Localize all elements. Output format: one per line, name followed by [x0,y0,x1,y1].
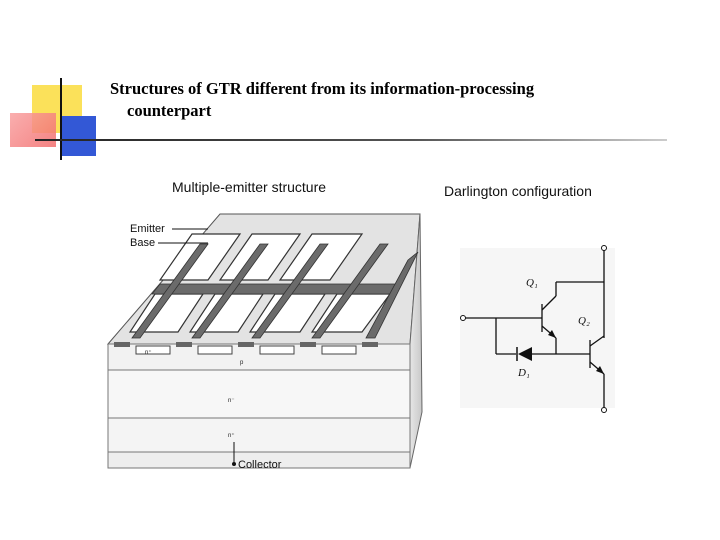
base-grid [131,243,419,339]
diode-d1-symbol [518,347,532,361]
front-face-p-layer [107,369,411,419]
terminal-base [460,315,466,321]
collector-terminal [232,462,236,466]
q1-emitter-arrow [548,330,556,338]
label-n-plus-top: n⁺ [145,349,152,356]
label-collector: Collector [238,459,282,471]
title-line-1: Structures of GTR different from its inf… [110,79,535,98]
terminal-emitter [601,407,607,413]
label-d1: D₁ [517,367,530,379]
label-p: p [240,360,244,366]
q2-emitter-arrow [596,366,604,374]
front-face-n-plus-layer [107,451,411,469]
slide-title: Structures of GTR different from its inf… [110,78,670,122]
multiple-emitter-structure-diagram: Multiple-emitter structure [106,179,423,471]
title-underline [35,139,667,141]
base-contacts [114,342,378,347]
deco-red-square [10,113,56,147]
schematic-background [460,248,615,408]
deco-blue-square [60,116,96,156]
caption-multiple-emitter: Multiple-emitter structure [172,179,326,195]
label-q1: Q₁ [526,277,538,289]
deco-vertical-line [60,78,62,160]
label-n-plus-bottom: n⁺ [228,432,235,439]
caption-darlington: Darlington configuration [444,183,592,199]
darlington-configuration-diagram: Darlington configuration Q₁ Q₂ D₁ [444,183,615,413]
terminal-collector [601,245,607,251]
front-face-n-minus-layer [107,417,411,453]
emitter-pockets [135,345,357,355]
label-emitter: Emitter [130,223,165,235]
label-q2: Q₂ [578,315,590,327]
label-base: Base [130,237,155,249]
title-line-2: counterpart [127,101,212,120]
label-n-minus: n⁻ [228,398,235,404]
